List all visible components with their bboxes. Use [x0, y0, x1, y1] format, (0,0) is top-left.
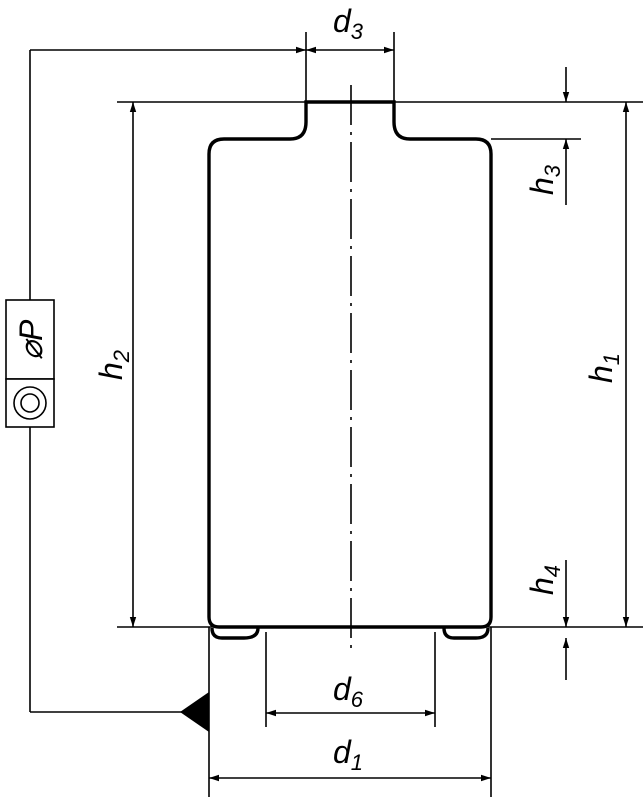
- concentricity-symbol: [13, 386, 47, 420]
- right-foot: [442, 627, 490, 640]
- tolerance-frame: ⌀P: [5, 299, 55, 428]
- datum-triangle: [180, 692, 209, 732]
- label-d1: d1: [333, 734, 363, 775]
- part-outline: [207, 100, 493, 629]
- left-foot: [210, 627, 260, 640]
- tolerance-value-text: ⌀P: [13, 319, 49, 360]
- tolerance-value-cell: [5, 299, 55, 380]
- label-h4: h4: [524, 565, 565, 595]
- label-h3: h3: [524, 164, 565, 195]
- label-d3: d3: [333, 3, 364, 44]
- label-h2: h2: [93, 350, 134, 380]
- label-d6: d6: [333, 671, 364, 712]
- label-h1: h1: [583, 353, 624, 383]
